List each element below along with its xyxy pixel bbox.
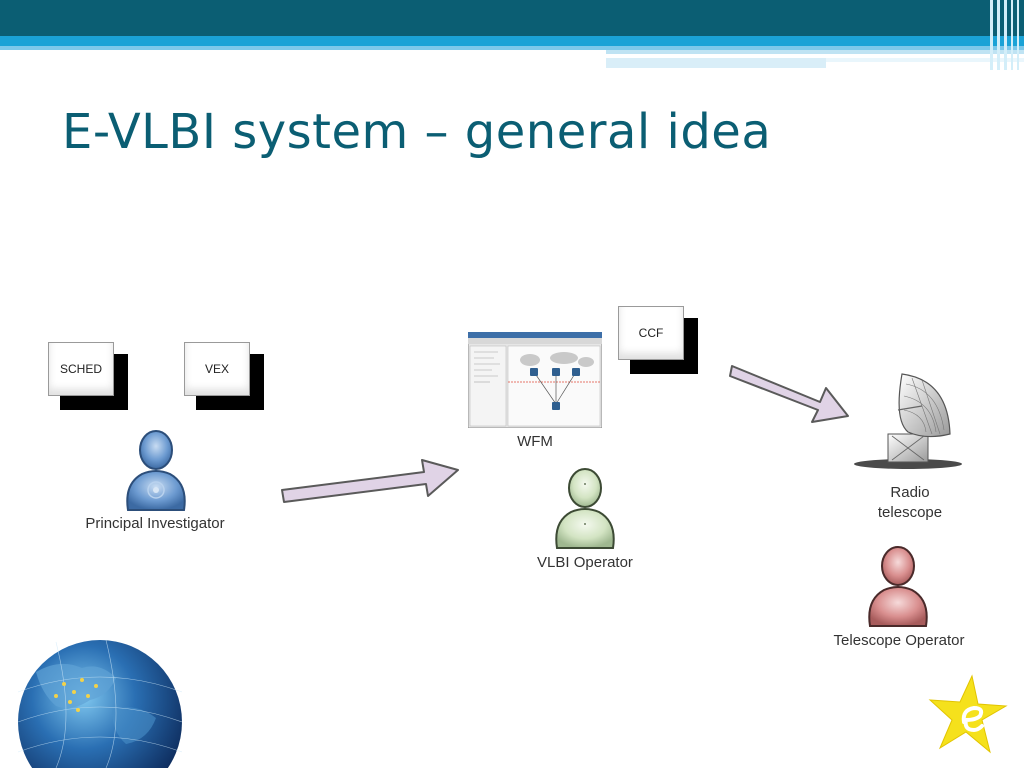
header-band [0,0,1024,70]
radio-telescope-label-line2: telescope [877,504,943,521]
flow-arrow-pi-to-wfm [281,459,459,503]
pi-person-icon [126,430,186,511]
wfm-label: WFM [517,433,553,450]
slide-title: E-VLBI system – general idea [62,104,772,160]
radio-dish-icon [854,373,962,469]
ccf-box: CCF [618,306,698,374]
vlbi-operator-label: VLBI Operator [537,554,633,571]
vlbi-operator-icon [555,468,615,549]
telescope-operator-icon [868,546,928,627]
radio-telescope-label-line1: Radio [890,484,930,501]
globe-logo-icon [17,639,182,768]
flow-arrow-ccf-to-telescope [729,365,849,423]
e-star-logo-icon [928,674,1008,754]
wfm-screenshot-icon [468,332,602,428]
vex-box: VEX [184,342,264,410]
pi-label: Principal Investigator [85,515,225,532]
sched-box: SCHED [48,342,128,410]
vex-label: VEX [184,342,250,396]
sched-label: SCHED [48,342,114,396]
ccf-label: CCF [618,306,684,360]
telescope-operator-label: Telescope Operator [833,632,965,649]
